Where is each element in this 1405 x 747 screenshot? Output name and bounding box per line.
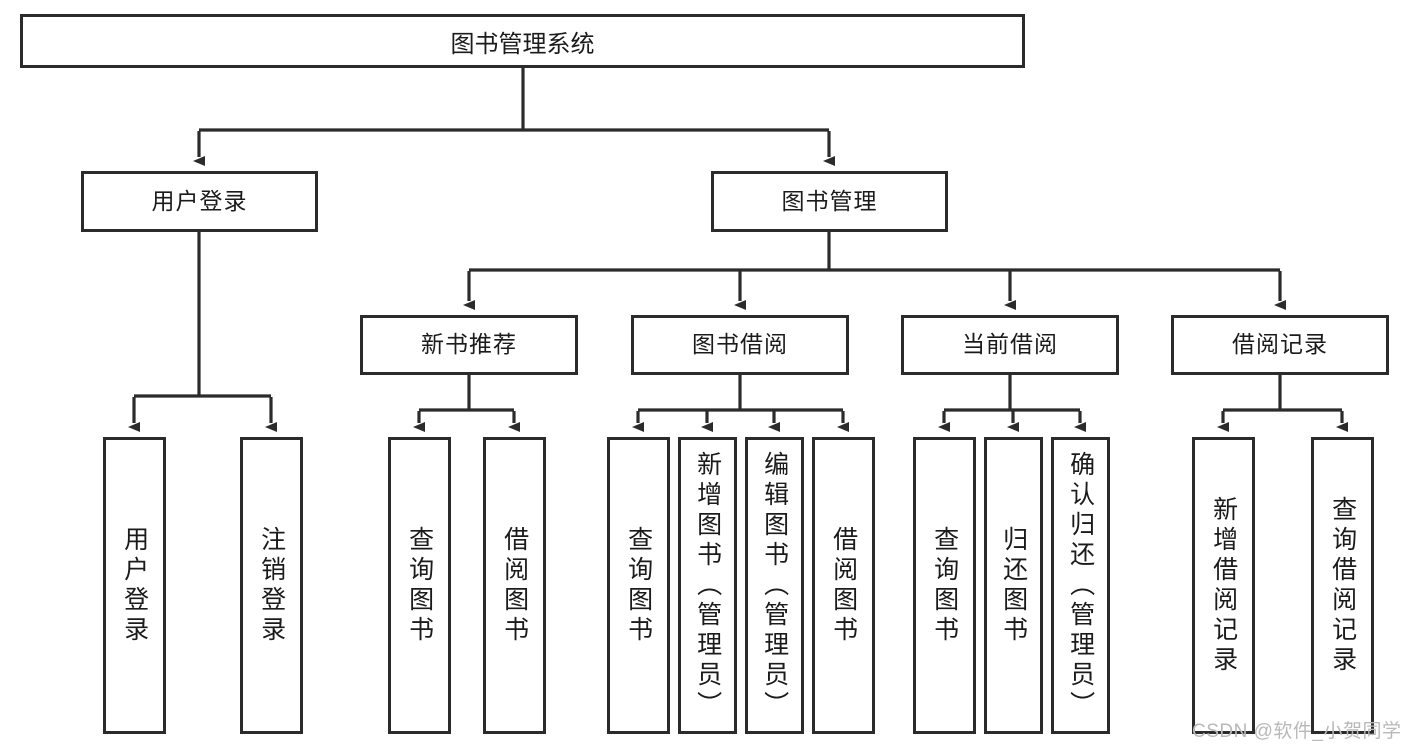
node-leaf-query-record[interactable]: 查询借阅记录 (1311, 437, 1374, 734)
node-book-manage[interactable]: 图书管理 (711, 171, 948, 232)
node-leaf-query-book-3[interactable]: 查询图书 (913, 437, 976, 734)
node-current-borrow[interactable]: 当前借阅 (901, 315, 1119, 375)
node-new-book-rec[interactable]: 新书推荐 (360, 315, 578, 375)
node-label: 图书借阅 (692, 331, 788, 358)
node-label: 借阅图书 (500, 525, 529, 646)
node-label: 新增借阅记录 (1209, 495, 1238, 676)
node-label: 编辑图书（管理员） (760, 450, 789, 721)
node-leaf-return-book[interactable]: 归还图书 (984, 437, 1043, 734)
node-label: 借阅图书 (829, 525, 858, 646)
node-leaf-borrow-book-2[interactable]: 借阅图书 (812, 437, 875, 734)
node-user-login[interactable]: 用户登录 (81, 171, 318, 232)
node-leaf-query-book-1[interactable]: 查询图书 (388, 437, 451, 734)
node-label: 归还图书 (999, 525, 1028, 646)
node-label: 新书推荐 (421, 331, 517, 358)
node-label: 查询借阅记录 (1328, 495, 1357, 676)
node-label: 图书管理系统 (450, 30, 595, 58)
node-borrow-record[interactable]: 借阅记录 (1171, 315, 1389, 375)
node-label: 查询图书 (405, 525, 434, 646)
node-label: 借阅记录 (1232, 331, 1328, 358)
node-label: 查询图书 (624, 525, 653, 646)
node-leaf-borrow-book-1[interactable]: 借阅图书 (483, 437, 546, 734)
node-leaf-add-book[interactable]: 新增图书（管理员） (678, 437, 737, 734)
node-leaf-edit-book[interactable]: 编辑图书（管理员） (745, 437, 804, 734)
node-label: 注销登录 (257, 525, 286, 646)
node-leaf-query-book-2[interactable]: 查询图书 (607, 437, 670, 734)
node-leaf-user-logout[interactable]: 注销登录 (240, 437, 303, 734)
node-label: 图书管理 (781, 187, 878, 214)
watermark-text: CSDN @软件_小贺同学 (1192, 721, 1402, 742)
node-leaf-add-record[interactable]: 新增借阅记录 (1192, 437, 1255, 734)
node-leaf-confirm-return[interactable]: 确认归还（管理员） (1051, 437, 1110, 734)
node-label: 用户登录 (151, 187, 248, 214)
node-label: 查询图书 (930, 525, 959, 646)
node-leaf-user-login[interactable]: 用户登录 (103, 437, 166, 734)
node-label: 确认归还（管理员） (1066, 450, 1095, 721)
node-label: 新增图书（管理员） (693, 450, 722, 721)
node-label: 用户登录 (120, 525, 149, 646)
node-book-borrow[interactable]: 图书借阅 (631, 315, 849, 375)
node-root[interactable]: 图书管理系统 (20, 14, 1025, 68)
node-label: 当前借阅 (962, 331, 1058, 358)
